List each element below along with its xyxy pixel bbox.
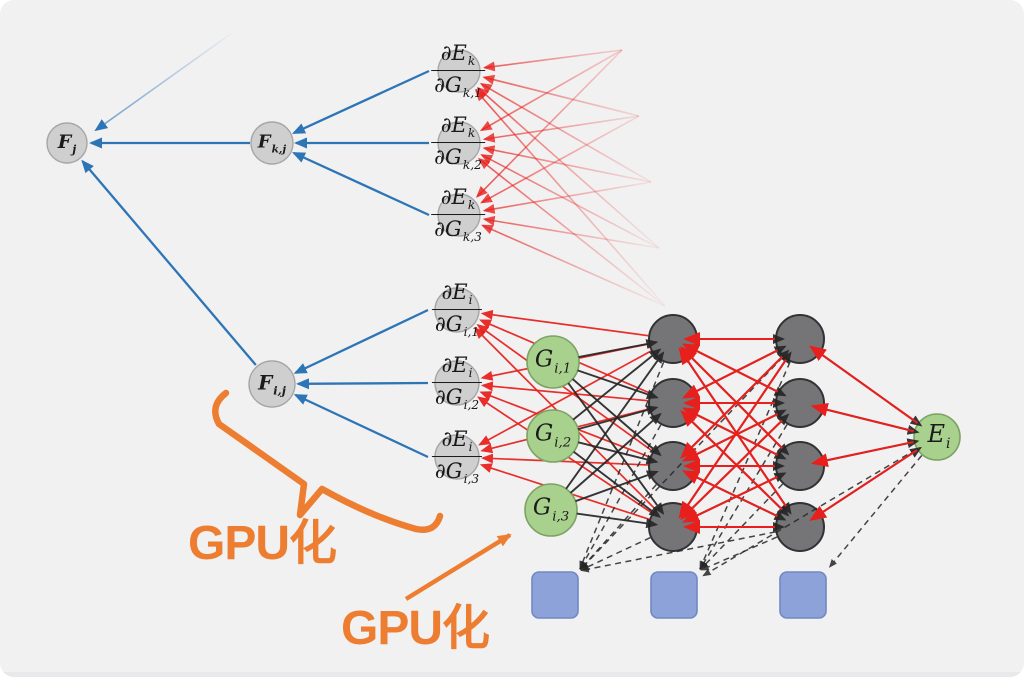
edge-forward: [573, 450, 662, 518]
f-node: [46, 122, 88, 164]
input-node: [526, 335, 580, 389]
gradient-flow-edges: [81, 69, 430, 459]
edge-faded-backward: [482, 215, 660, 249]
error-node: [913, 413, 961, 461]
edge-faded-backward: [482, 49, 623, 72]
edge-forward: [569, 412, 662, 494]
edge-forward: [572, 348, 662, 421]
gradient-node: [437, 49, 481, 93]
input-node: [524, 483, 578, 537]
edge-backward-grad: [480, 453, 649, 466]
edge-forward: [575, 470, 659, 503]
orange-brace: [212, 389, 444, 533]
edge-blue: [291, 69, 430, 135]
edge-bias: [579, 356, 784, 571]
edge-backward: [808, 345, 919, 424]
edge-faded-backward: [482, 74, 640, 117]
edge-faded-backward: [482, 145, 652, 183]
gradient-node: [437, 193, 481, 237]
edge-backward: [680, 346, 784, 450]
edge-backward: [682, 470, 778, 518]
edge-backward: [681, 413, 779, 462]
edge-backward: [681, 343, 779, 393]
gradient-node: [434, 360, 480, 406]
gradient-node: [434, 287, 480, 333]
edge-bias: [699, 483, 784, 571]
edge-backward-grad: [480, 309, 649, 337]
edge-forward: [567, 382, 665, 515]
edge-bias: [828, 455, 923, 568]
edge-forward: [576, 512, 659, 529]
edge-faded-backward: [482, 115, 640, 143]
gpu-arrow: [404, 533, 512, 601]
faded-gradient-edges: [474, 49, 666, 307]
edge-faded-backward: [475, 49, 623, 198]
f-node: [248, 360, 296, 408]
backward-edges-front: [678, 332, 919, 534]
nodes-layer: [46, 49, 961, 619]
edge-faded-backward: [480, 115, 640, 204]
edge-faded-backward: [480, 224, 666, 307]
edge-faded-backward: [482, 181, 652, 214]
edge-bias: [579, 424, 662, 570]
edge-faded-backward: [479, 83, 652, 183]
gradient-node: [437, 121, 481, 165]
bias-square: [650, 571, 698, 619]
edge-backward: [681, 407, 779, 456]
edge-blue: [293, 393, 429, 459]
bias-square: [531, 571, 579, 619]
edge-blue: [293, 308, 429, 374]
edge-bias: [580, 531, 776, 573]
edge-backward: [682, 475, 778, 523]
input-node: [526, 409, 580, 463]
edge-backward: [809, 449, 918, 521]
edge-backward: [678, 347, 787, 507]
edge-backward: [810, 402, 914, 433]
edge-backward: [681, 349, 779, 399]
edge-faded-backward: [479, 49, 623, 132]
gradient-node: [434, 434, 480, 480]
edge-backward: [678, 359, 787, 519]
edge-backward-grad: [480, 381, 649, 402]
edge-blue: [291, 151, 430, 217]
edge-backward: [810, 440, 914, 468]
edge-blue: [81, 159, 257, 366]
edge-backward: [680, 419, 783, 521]
edge-backward-grad: [476, 324, 654, 453]
edge-faded-backward: [480, 154, 660, 249]
canvas-edge: [0, 672, 1024, 677]
edge-backward: [680, 355, 784, 459]
edge-bias: [700, 536, 778, 571]
edge-bias: [699, 424, 788, 570]
edge-forward: [565, 351, 665, 490]
edge-blue: [295, 378, 429, 390]
edge-faded-backward: [477, 157, 666, 307]
edge-faded-blue: [94, 32, 233, 132]
edge-backward: [680, 409, 783, 511]
edge-forward: [578, 339, 659, 359]
edge-backward-grad: [478, 350, 652, 446]
f-node: [250, 121, 294, 165]
bias-square: [779, 571, 827, 619]
edge-bias: [580, 536, 651, 571]
edge-faded-backward: [474, 89, 666, 307]
